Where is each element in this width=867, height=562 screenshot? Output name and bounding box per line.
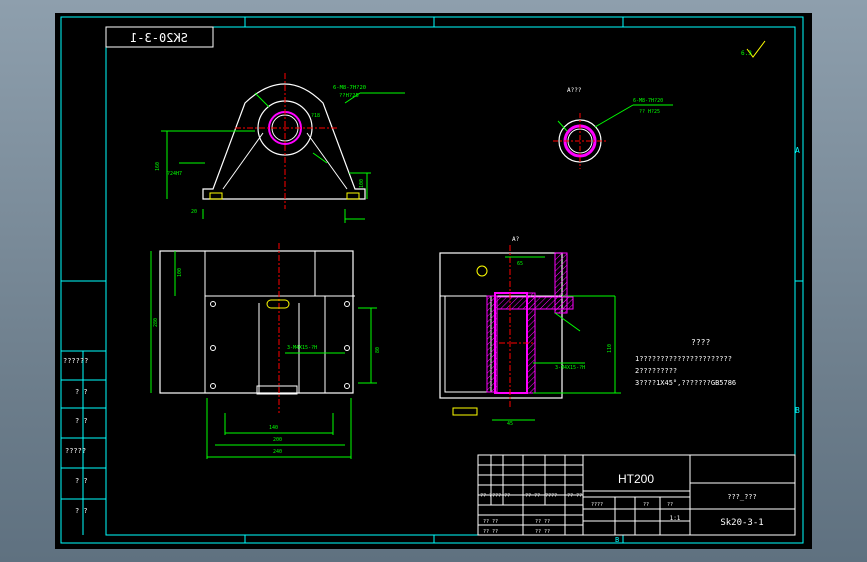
section-view [439, 245, 621, 421]
title-block-cell-12: ?? [667, 502, 673, 508]
front-fit-label: ?24H7 [167, 171, 182, 177]
top-dim-80: 80 [375, 347, 381, 353]
title-block-cell-8: ?? ?? [535, 519, 550, 525]
front-hole-callout-sub: ??H?25 [339, 93, 359, 99]
left-label-5: ? ? [75, 477, 88, 485]
view-a [553, 104, 673, 169]
top-dim-240: 240 [273, 449, 282, 455]
roughness-symbol-label: 6.3 [741, 50, 752, 57]
title-block-cell-9: ?? ?? [535, 529, 550, 535]
left-label-6: ? ? [75, 507, 88, 515]
title-block-cell-3: ?? ?? [525, 493, 540, 499]
title-block-scale: 1:1 [670, 515, 681, 522]
top-view [150, 243, 377, 459]
section-dim-110: 110 [607, 344, 613, 353]
front-dim-20: 20 [191, 209, 197, 215]
inner-frame [105, 26, 796, 536]
view-a-callout: 6-M8-7H?20 [633, 98, 663, 104]
frame-ticks [61, 17, 803, 543]
title-box-text: SK20-3-1 [130, 31, 188, 45]
notes-line-1: 1?????????????????????? [635, 355, 732, 363]
section-view-label: A? [512, 236, 520, 243]
front-hole-callout: 6-M8-7H?20 [333, 85, 366, 91]
top-dim-100: 100 [177, 268, 183, 277]
title-block-cell-4: ???? [545, 493, 557, 499]
cad-viewport[interactable]: A B B SK20-3-1 ?????? ? ? ? ? ???? ? ? ? … [55, 13, 812, 549]
roughness-symbol [746, 40, 766, 58]
title-block-part-name: ???_??? [727, 493, 757, 501]
view-a-callout-sub: ?? H?25 [639, 109, 660, 115]
front-center-mark: ?18 [311, 113, 320, 119]
title-block-cell-10: ???? [591, 502, 603, 508]
section-dim-65: 65 [517, 261, 523, 267]
zone-letter-right-a: A [795, 146, 800, 155]
engineering-drawing: A B B SK20-3-1 ?????? ? ? ? ? ???? ? ? ? … [60, 16, 804, 544]
outer-frame [60, 16, 804, 544]
front-dim-160: 160 [155, 162, 161, 171]
zone-letter-bottom: B [615, 536, 619, 544]
title-block-cell-11: ?? [643, 502, 649, 508]
left-label-3: ? ? [75, 417, 88, 425]
left-label-2: ? ? [75, 388, 88, 396]
left-column-table [61, 350, 106, 535]
title-block-cell-5: ?? ?? [567, 493, 582, 499]
top-thread-callout: 3-M4X15-?H [287, 345, 317, 351]
title-block [477, 454, 796, 536]
notes-line-2: 2????????? [635, 367, 677, 375]
title-box-frame [105, 26, 214, 48]
front-dim-100: 100 [359, 179, 365, 188]
section-dim-45: 45 [507, 421, 513, 427]
title-block-cell-2: ?? ?? [495, 493, 510, 499]
top-dim-280: 280 [153, 318, 159, 327]
front-view [161, 73, 405, 223]
section-thread-callout: 3-M4X15-?H [555, 365, 585, 371]
notes-line-3: 3????1X45°,???????GB5786 [635, 379, 736, 387]
notes-heading: ???? [691, 338, 710, 347]
view-a-label: A??? [567, 87, 582, 94]
title-block-drawing-number: Sk20-3-1 [720, 518, 763, 528]
rib-line-right [306, 132, 348, 190]
front-view-outline [202, 83, 366, 200]
title-block-cell-7: ?? ?? [483, 529, 498, 535]
top-dim-140: 140 [269, 425, 278, 431]
rib-line-left [222, 132, 264, 190]
title-block-material: HT200 [618, 472, 654, 486]
top-view-outline [159, 250, 354, 394]
title-block-cell-6: ?? ?? [483, 519, 498, 525]
zone-letter-right-b: B [795, 406, 800, 415]
top-dim-200: 200 [273, 437, 282, 443]
title-block-cell-1: ?? ?? [480, 493, 495, 499]
left-label-4: ????? [65, 447, 86, 455]
left-label-1: ?????? [63, 357, 88, 365]
